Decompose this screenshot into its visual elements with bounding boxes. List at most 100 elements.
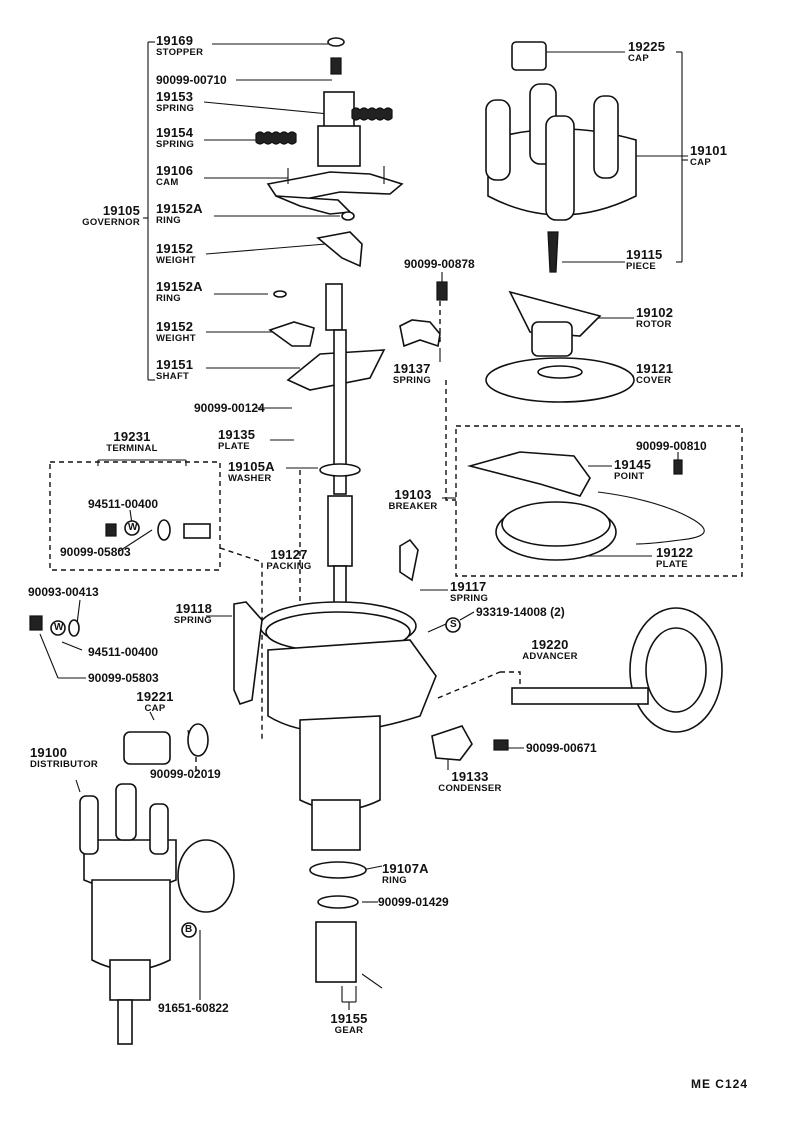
part-number: 19152A [156, 279, 203, 294]
breaker-dashed-box [455, 425, 743, 577]
part-number: 19137 [393, 361, 431, 376]
distributor-assembly [79, 783, 235, 1045]
terminal-parts [29, 519, 211, 637]
part-number: 19127 [270, 547, 308, 562]
part-name: SPRING [392, 375, 432, 386]
part-name: SHAFT [156, 371, 190, 382]
part-name: PIECE [626, 261, 657, 272]
part-name: ROTOR [636, 319, 672, 330]
label-19221: 19221 CAP [130, 690, 180, 714]
part-name: TERMINAL [106, 443, 158, 454]
part-name: PLATE [656, 559, 688, 570]
label-19105: 19105 GOVERNOR [52, 204, 140, 228]
label-19118: 19118 SPRING [150, 602, 212, 626]
part-number: 19105A [228, 459, 275, 474]
part-name: COVER [636, 375, 672, 386]
part-number: 19100 [30, 745, 68, 760]
leader-lines [39, 41, 688, 1010]
label-90099-01429: 90099-01429 [378, 895, 449, 909]
part-name: SPRING [173, 615, 212, 626]
part-name: STOPPER [156, 47, 204, 58]
part-number: 19117 [450, 579, 487, 594]
label-19145: 19145 POINT [614, 458, 651, 482]
part-number: 19145 [614, 457, 652, 472]
label-19220: 19220 ADVANCER [518, 638, 582, 662]
part-number: 19103 [394, 487, 432, 502]
part-number: 19220 [531, 637, 569, 652]
part-number: 19153 [156, 89, 194, 104]
label-19152: 19152 WEIGHT [156, 242, 196, 266]
part-number: 19102 [636, 305, 674, 320]
label-19103: 19103 BREAKER [382, 488, 444, 512]
part-name: CAP [144, 703, 166, 714]
terminal-dashed-box [49, 461, 221, 571]
label-19101: 19101 CAP [690, 144, 727, 168]
label-90099-00810: 90099-00810 [636, 439, 707, 453]
label-90099-00710: 90099-00710 [156, 73, 227, 87]
part-number: 19152 [156, 241, 194, 256]
label-19102: 19102 ROTOR [636, 306, 673, 330]
part-number: 19169 [156, 33, 194, 48]
diagram-code: ME C124 [690, 1077, 748, 1091]
part-name: WASHER [228, 473, 272, 484]
label-91651-60822: 91651-60822 [158, 1001, 229, 1015]
label-19152a: 19152A RING [156, 202, 203, 226]
part-number: 19155 [330, 1011, 368, 1026]
advancer-parts [431, 607, 723, 761]
part-number: 19133 [451, 769, 489, 784]
part-name: CAP [628, 53, 649, 64]
part-name: WEIGHT [156, 255, 196, 266]
bolt-letter: B [185, 924, 193, 935]
washer-letter: W [128, 522, 138, 533]
small-cap-parts [123, 723, 209, 765]
part-number: 19135 [218, 427, 256, 442]
label-19122: 19122 PLATE [656, 546, 693, 570]
breaker-parts [466, 451, 705, 561]
part-number: 19105 [102, 203, 140, 218]
label-90099-00124: 90099-00124 [194, 401, 265, 415]
label-90099-00878: 90099-00878 [404, 257, 475, 271]
part-name: CAM [156, 177, 179, 188]
housing-parts [233, 538, 437, 989]
part-number: 19101 [690, 143, 728, 158]
label-19152: 19152 WEIGHT [156, 320, 196, 344]
part-number: 19106 [156, 163, 194, 178]
label-19153: 19153 SPRING [156, 90, 194, 114]
part-name: PLATE [218, 441, 250, 452]
part-name: PACKING [266, 561, 312, 572]
label-19107a: 19107A RING [382, 862, 429, 886]
label-19105a: 19105A WASHER [228, 460, 275, 484]
part-number: 19115 [626, 247, 663, 262]
label-19231: 19231 TERMINAL [92, 430, 172, 454]
label-19154: 19154 SPRING [156, 126, 194, 150]
part-number: 19152 [156, 319, 194, 334]
label-19225: 19225 CAP [628, 40, 665, 64]
part-name: ADVANCER [522, 651, 578, 662]
part-number: 19121 [636, 361, 674, 376]
label-19106: 19106 CAM [156, 164, 193, 188]
label-19135: 19135 PLATE [218, 428, 255, 452]
governor-parts [255, 37, 404, 607]
label-19152a: 19152A RING [156, 280, 203, 304]
label-19155: 19155 GEAR [326, 1012, 372, 1036]
label-19100: 19100 DISTRIBUTOR [30, 746, 98, 770]
label-19115: 19115 PIECE [626, 248, 662, 272]
part-name: CAP [690, 157, 711, 168]
label-19137: 19137 SPRING [384, 362, 440, 386]
part-name: SPRING [156, 139, 195, 150]
label-94511-00400: 94511-00400 [88, 497, 159, 511]
label-93319-14008: 93319-14008 (2) [476, 605, 565, 619]
label-90099-00671: 90099-00671 [526, 741, 597, 755]
part-name: RING [156, 215, 181, 226]
label-19117: 19117 SPRING [450, 580, 488, 604]
part-name: RING [382, 875, 407, 886]
part-number: 19151 [156, 357, 194, 372]
part-name: RING [156, 293, 181, 304]
part-name: POINT [614, 471, 645, 482]
label-19133: 19133 CONDENSER [428, 770, 512, 794]
part-number: 19118 [175, 601, 212, 616]
screw-letter: S [450, 619, 457, 630]
washer-letter: W [54, 622, 64, 633]
